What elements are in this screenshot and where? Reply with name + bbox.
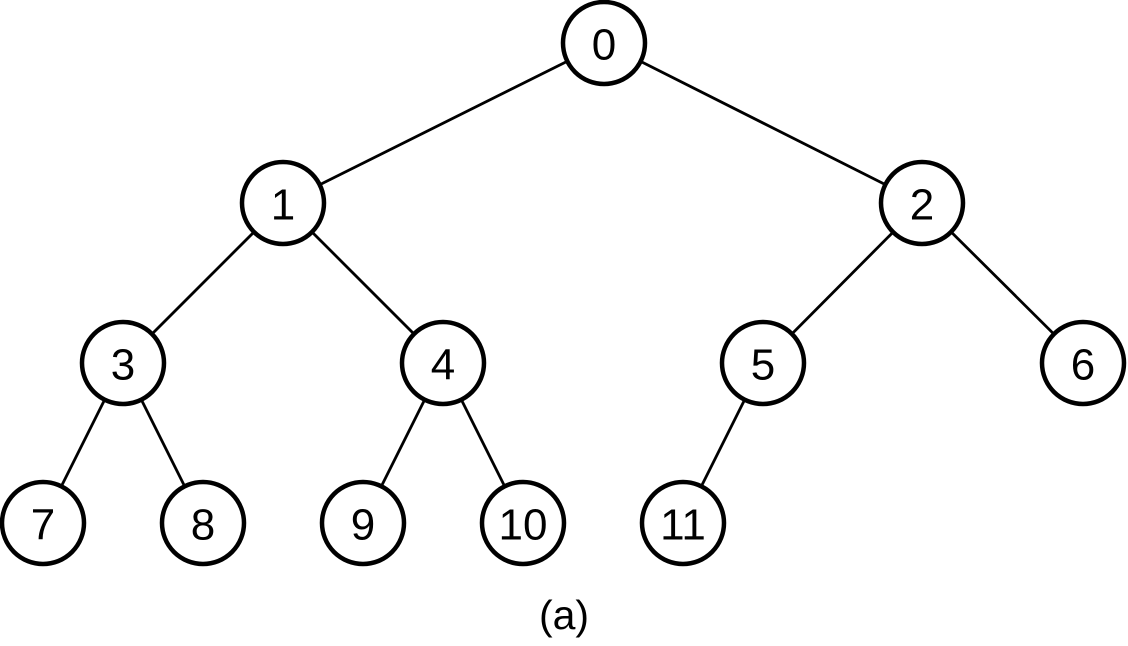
tree-node-circle: [399, 319, 487, 407]
tree-node-4: 4: [399, 319, 487, 407]
tree-node-label: 11: [660, 500, 706, 549]
tree-node-circle: [0, 479, 87, 567]
figure-caption: (a): [538, 592, 590, 638]
tree-node-label: 6: [1071, 340, 1095, 389]
tree-node-circle: [319, 479, 407, 567]
tree-node-1: 1: [239, 159, 327, 247]
tree-node-0: 0: [560, 0, 648, 87]
tree-node-9: 9: [319, 479, 407, 567]
tree-node-2: 2: [878, 159, 966, 247]
tree-node-circle: [1039, 319, 1127, 407]
tree-node-label: 0: [592, 20, 616, 69]
tree-node-circle: [159, 479, 247, 567]
tree-node-label: 7: [31, 500, 55, 549]
tree-node-circle: [239, 159, 327, 247]
tree-node-label: 1: [271, 180, 295, 229]
tree-node-label: 8: [191, 500, 215, 549]
tree-edge-0-1: [282, 41, 605, 205]
tree-node-circle: [878, 159, 966, 247]
tree-node-circle: [639, 479, 727, 567]
tree-node-circle: [79, 319, 167, 407]
tree-node-label: 2: [910, 180, 934, 229]
tree-node-5: 5: [719, 319, 807, 407]
tree-node-circle: [479, 479, 567, 567]
tree-node-11: 11: [639, 479, 727, 567]
tree-node-8: 8: [159, 479, 247, 567]
tree-node-circle: [560, 0, 648, 87]
tree-node-7: 7: [0, 479, 87, 567]
tree-node-label: 9: [351, 500, 375, 549]
tree-edge-0-2: [603, 41, 923, 205]
tree-node-label: 5: [751, 340, 775, 389]
tree-node-3: 3: [79, 319, 167, 407]
tree-node-label: 4: [431, 340, 455, 389]
tree-node-circle: [719, 319, 807, 407]
tree-node-label: 3: [111, 340, 135, 389]
tree-node-6: 6: [1039, 319, 1127, 407]
tree-node-label: 10: [499, 500, 548, 549]
tree-node-10: 10: [479, 479, 567, 567]
